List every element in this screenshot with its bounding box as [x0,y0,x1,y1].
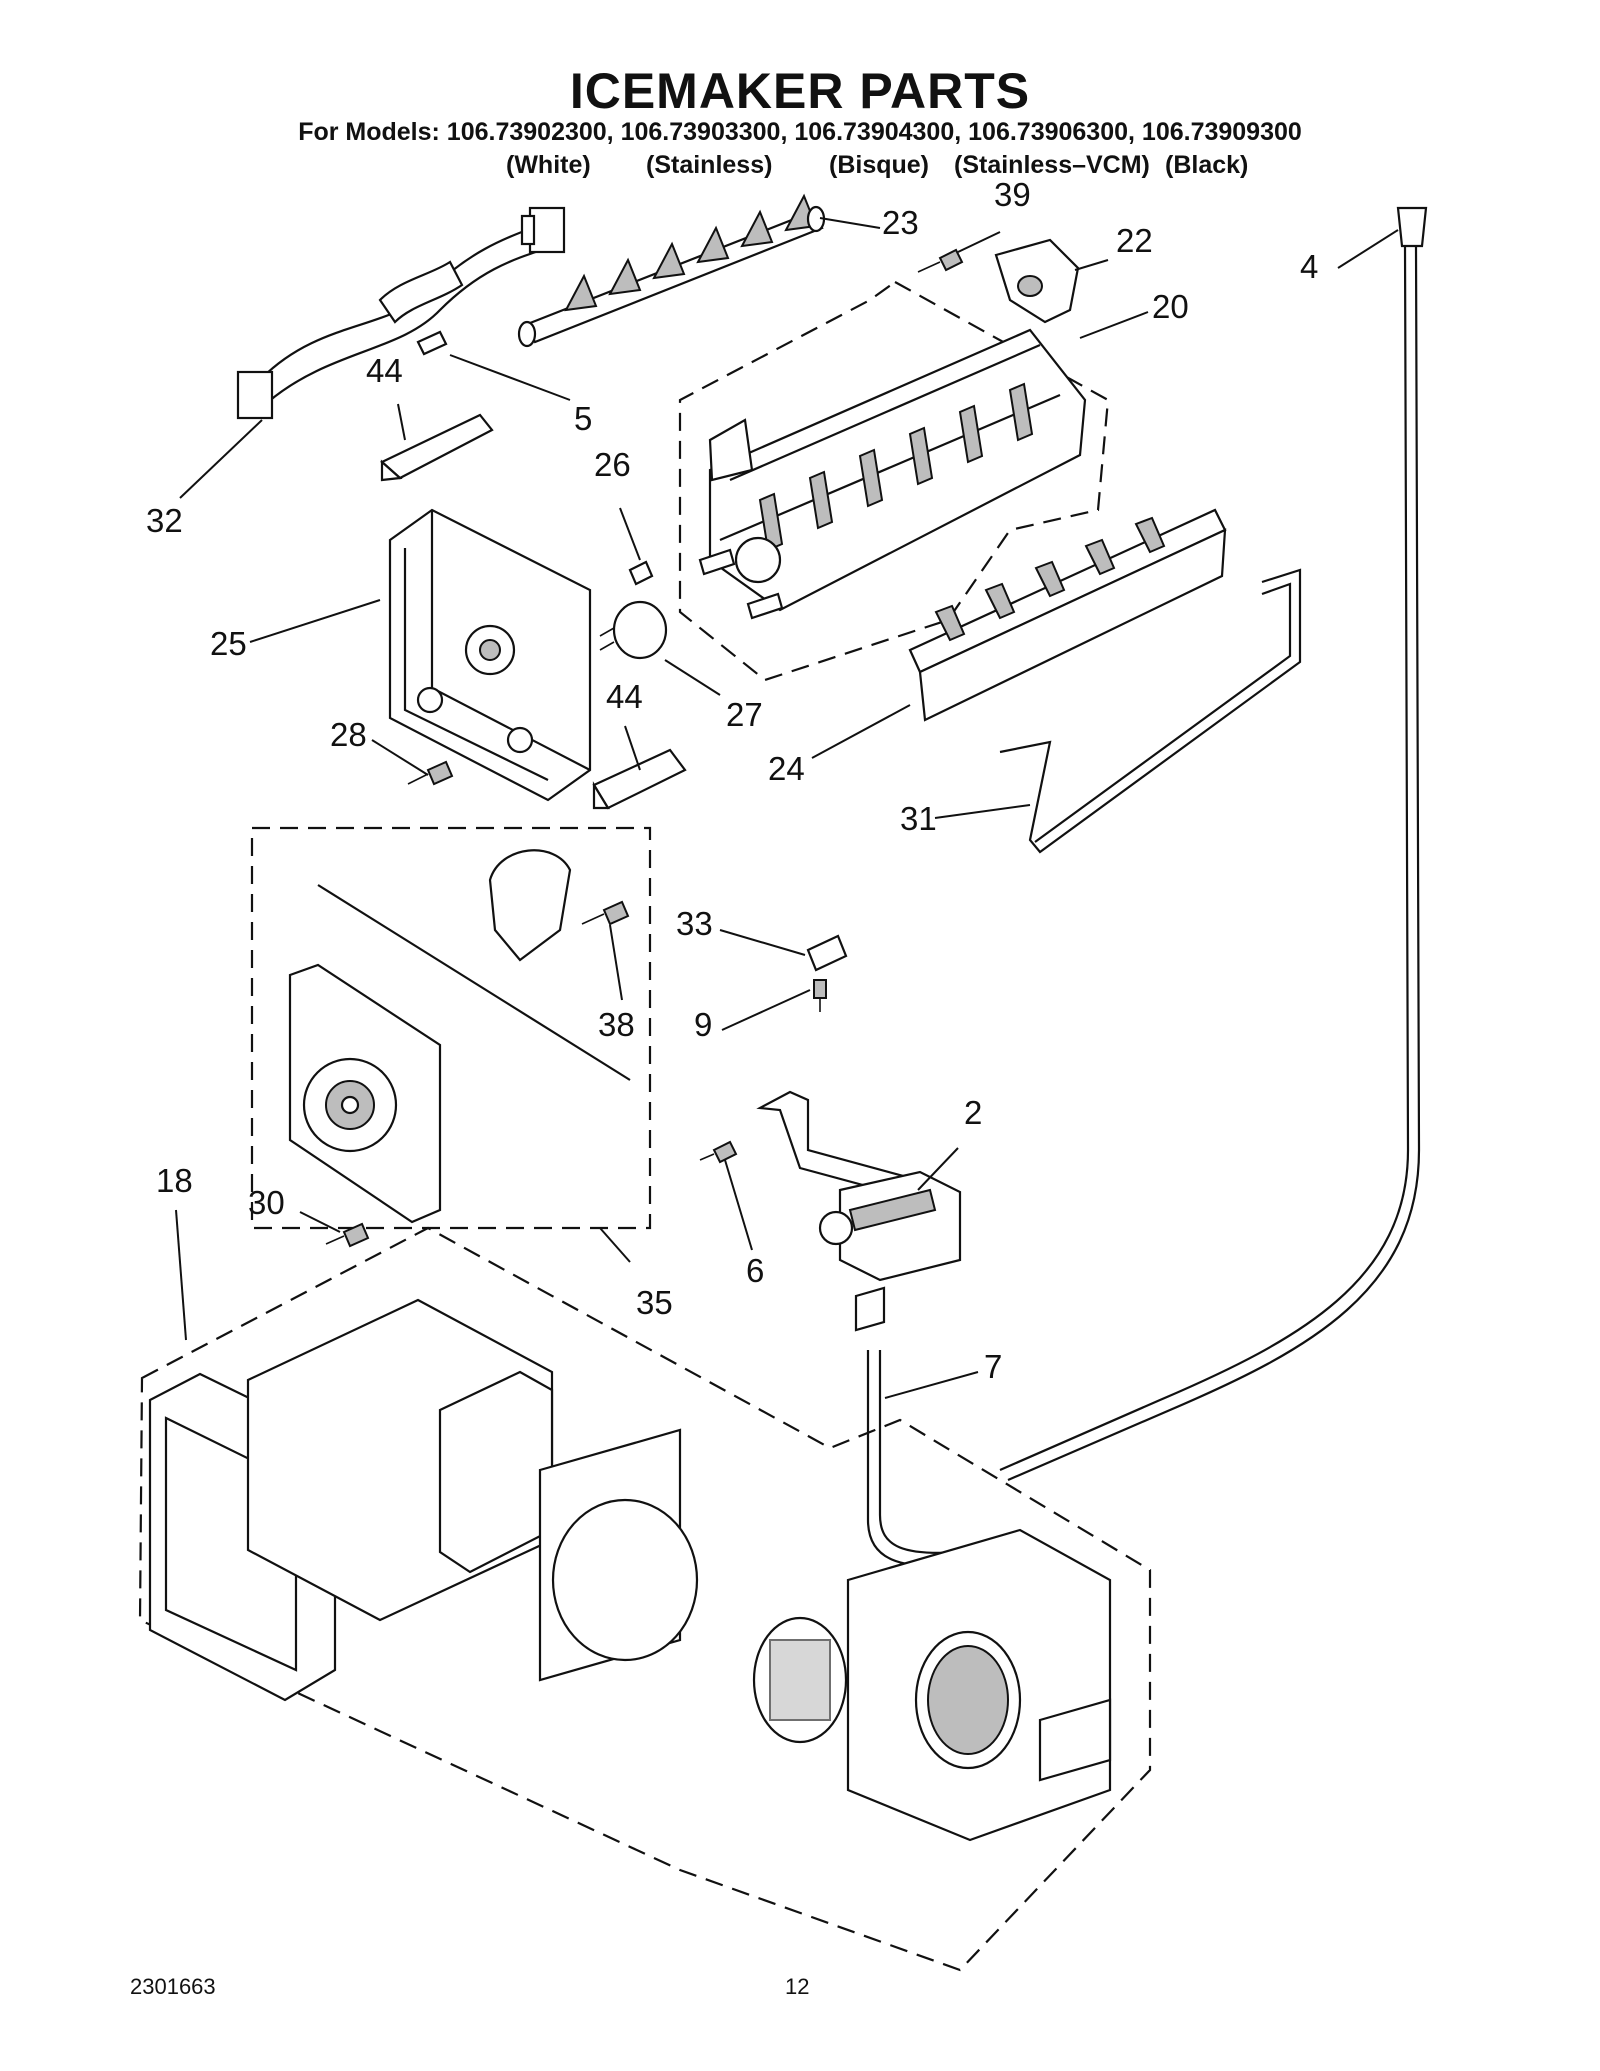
callout-35: 35 [636,1284,673,1321]
models-line: For Models: 106.73902300, 106.73903300, … [298,118,1302,146]
callout-38: 38 [598,1006,635,1043]
screw-30 [325,1222,370,1248]
callout-20: 20 [1152,288,1189,325]
ice-mold-group-outline [678,280,1110,682]
document-number: 2301663 [130,1974,216,1999]
clip-44-lower [592,748,687,810]
screw-28 [407,760,454,786]
screw-9 [813,979,827,1012]
screw-38 [581,900,630,926]
variant-stainless-vcm: (Stainless–VCM) [954,151,1150,179]
thermostat-27 [599,600,668,660]
fill-cup [994,238,1080,324]
shutoff-arm-31 [999,568,1302,854]
motor-module-35 [288,849,631,1224]
callout-25: 25 [210,625,247,662]
module-group-outline [250,826,652,1230]
callout-2: 2 [964,1094,982,1131]
callout-31: 31 [900,800,937,837]
callout-30: 30 [248,1184,285,1221]
fill-tube-4 [999,206,1428,1482]
water-valve-2 [756,1090,962,1332]
variant-white: (White) [506,151,591,179]
clip-44-upper [380,413,494,482]
ice-mold [698,328,1087,620]
variant-bisque: (Bisque) [829,151,929,179]
callout-6: 6 [746,1252,764,1289]
clip-5 [416,330,448,356]
thermostat-26 [628,560,654,586]
callout-23: 23 [882,204,919,241]
callout-26: 26 [594,446,631,483]
callout-33: 33 [676,905,713,942]
variant-black: (Black) [1165,151,1249,179]
callout-9: 9 [694,1006,712,1043]
screw-6 [699,1140,738,1164]
callout-4: 4 [1300,248,1318,285]
callout-5: 5 [574,400,592,437]
ejector-blade [517,193,826,348]
callout-44-upper: 44 [366,352,403,389]
callout-28: 28 [330,716,367,753]
page-title: ICEMAKER PARTS [569,63,1031,119]
housing-18 [148,1298,1112,1842]
screw-39 [917,248,964,273]
water-tube-7 [866,1350,963,1568]
page-number: 12 [785,1974,810,1999]
callout-7: 7 [984,1348,1002,1385]
callout-44-lower: 44 [606,678,643,715]
bracket-33 [806,934,848,972]
callout-27: 27 [726,696,763,733]
ice-stripper-24 [908,508,1227,722]
leader-lines [175,217,1399,1399]
variant-stainless: (Stainless) [646,151,773,179]
callout-32: 32 [146,502,183,539]
callout-22: 22 [1116,222,1153,259]
housing-group-outline [138,1226,1152,1972]
callout-18: 18 [156,1162,193,1199]
wire-harness [236,206,566,420]
callout-24: 24 [768,750,805,787]
callout-39: 39 [994,176,1031,213]
module-housing-25 [388,508,592,802]
